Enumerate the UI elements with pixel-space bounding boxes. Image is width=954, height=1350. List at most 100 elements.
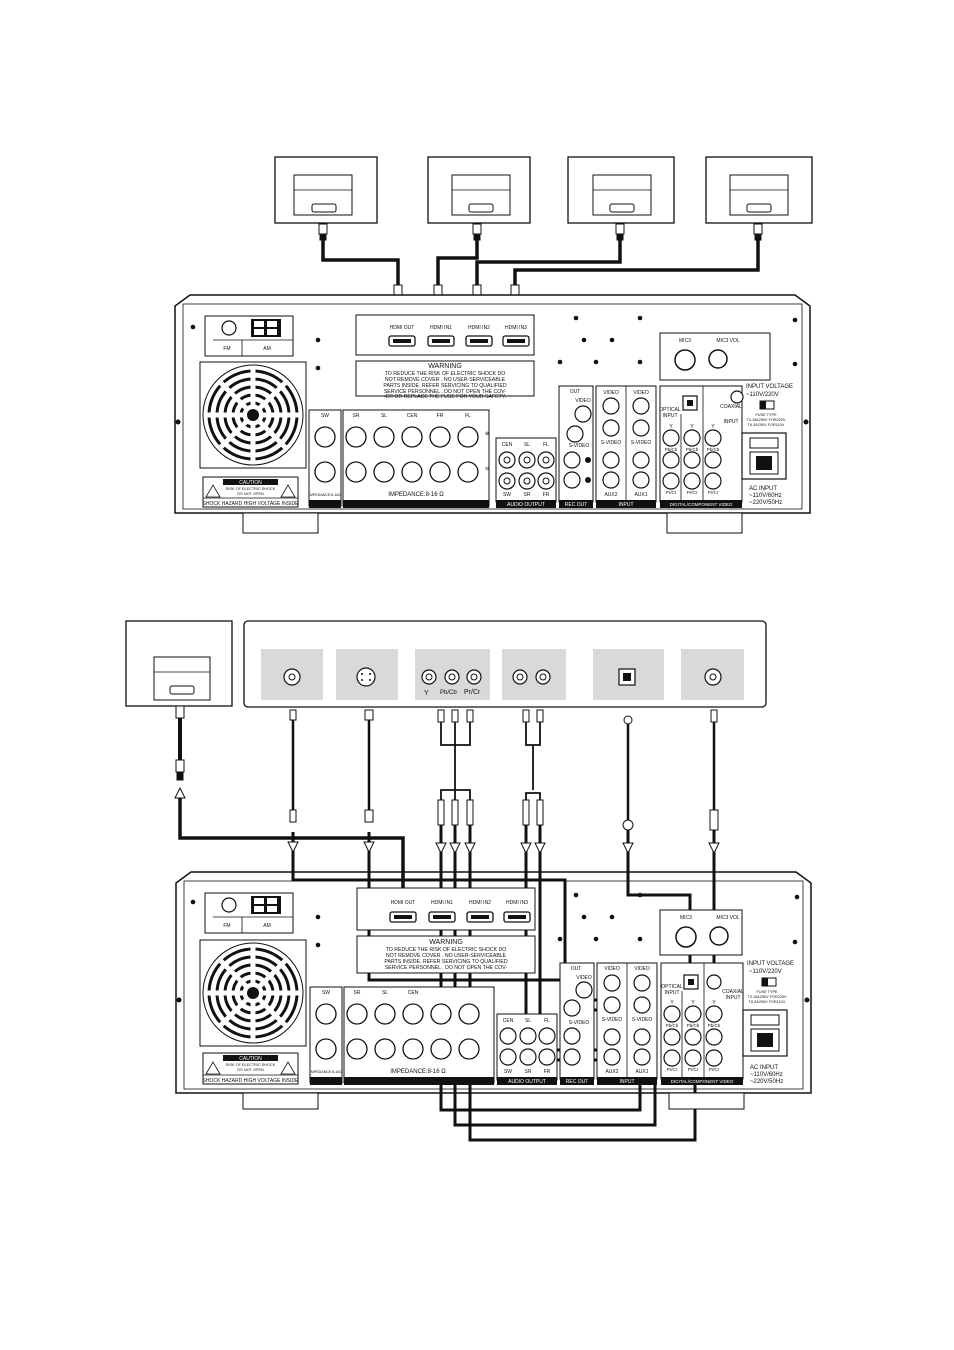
- warning-line-2-bottom: NOT REMOVE COVER . NO USER-SERVICEABLE: [386, 953, 507, 959]
- ao-fl-bottom: FL: [544, 1018, 550, 1024]
- component-y-label: Y: [424, 690, 429, 697]
- input-title: INPUT: [619, 502, 634, 508]
- aux1-video: VIDEO: [633, 390, 649, 396]
- cooling-fan: [199, 361, 307, 469]
- digital-component-title: DIGITAL/COMPONENT VIDEO: [670, 502, 733, 507]
- rec-out-panel: REC OUT OUT VIDEO S-VIDEO: [558, 385, 594, 508]
- aux2-svideo: S-VIDEO: [601, 440, 622, 446]
- caution-label: CAUTION RISK OF ELECTRIC SHOCK DO NOT OP…: [202, 476, 299, 508]
- sw-impedance: IMPEDANCE:8-16Ω: [309, 493, 342, 497]
- ao-fr-bottom: FR: [544, 1069, 551, 1075]
- input-voltage-label: INPUT VOLTAGE: [746, 384, 793, 390]
- rec-out-title: REC OUT: [565, 502, 588, 508]
- aux2-video: VIDEO: [603, 390, 619, 396]
- sw-label: SW: [321, 413, 329, 419]
- hdmi-out-label: HDMI OUT: [390, 325, 415, 331]
- aux1-label: AUX1: [634, 492, 647, 498]
- hdmi-out-label-bottom: HDMI OUT: [391, 900, 416, 906]
- speaker-impedance: IMPEDANCE:8-16 Ω: [388, 492, 444, 498]
- minus-symbol: ⊖: [485, 466, 489, 472]
- warning-line-3: PARTS INSIDE. REFER SERVICING TO QUALIFI…: [383, 383, 506, 389]
- tv-hdmi-device: [125, 620, 233, 707]
- aux2-label-bottom: AUX2: [605, 1069, 618, 1075]
- warning-line-1-bottom: TO REDUCE THE RISK OF ELECTRIC SHOCK DO: [386, 947, 507, 953]
- ao-sl: SL: [524, 442, 530, 448]
- pr-label-1-bottom: Pr/Cr: [667, 1067, 678, 1072]
- hdmi-in1-label: HDMI IN1: [430, 325, 452, 331]
- cable-plugs: [174, 705, 720, 855]
- fuse-type-label-bottom: FUSE TYPE: [756, 990, 777, 994]
- digital-component-panel-bottom: DIGITAL/COMPONENT VIDEO OPTICAL INPUT CO…: [660, 962, 744, 1085]
- warning-line-1: TO REDUCE THE RISK OF ELECTRIC SHOCK DO: [385, 371, 506, 377]
- am-label: AM: [263, 346, 271, 352]
- ao-sw: SW: [503, 492, 511, 498]
- pr-label-1: Pr/Cr: [666, 490, 677, 495]
- warning-box-bottom: WARNING TO REDUCE THE RISK OF ELECTRIC S…: [356, 935, 536, 974]
- pr-label-2-bottom: Pr/Cr: [688, 1067, 699, 1072]
- rec-out-title-bottom: REC OUT: [566, 1079, 589, 1085]
- speaker-terminals: SW SR SL CEN FR FL ⊕ ⊖ IMPEDANCE:8-16Ω I…: [308, 409, 490, 508]
- ac-input-110: ~110V/60Hz: [749, 493, 782, 499]
- aux1-label-bottom: AUX1: [635, 1069, 648, 1075]
- receiver-rear-panel-bottom: [175, 871, 812, 1110]
- fm-label: FM: [223, 346, 230, 352]
- power-section: INPUT VOLTAGE ~110V/220V FUSE TYPE T3.15…: [741, 384, 793, 506]
- voltage-select-label: ~110V/220V: [746, 392, 779, 398]
- warning-line-4-bottom: SERVICE PERSONNEL . DO NOT OPEN THE COV-: [385, 965, 508, 971]
- warning-line-3-bottom: PARTS INSIDE. REFER SERVICING TO QUALIFI…: [384, 959, 507, 965]
- source-device-panel: Y Pb/Cb Pr/Cr: [243, 620, 767, 708]
- mic-panel: MIC3 MIC3 VOL: [659, 332, 771, 381]
- caution-title: CAUTION: [239, 480, 262, 486]
- pr-label-3: Pr/Cr: [708, 490, 719, 495]
- warning-box: WARNING TO REDUCE THE RISK OF ELECTRIC S…: [355, 360, 535, 400]
- pb-label-1-bottom: Pb/Cb: [666, 1023, 679, 1028]
- antenna-terminals: FM AM: [204, 315, 294, 357]
- optical-input-label: INPUT: [663, 413, 678, 419]
- ao-sr-bottom: SR: [525, 1069, 532, 1075]
- aux2-video-bottom: VIDEO: [604, 966, 620, 972]
- coaxial-label-bottom: COAXIAL: [722, 989, 744, 995]
- rec-out-video: VIDEO: [575, 398, 591, 404]
- caution-line-1-bottom: RISK OF ELECTRIC SHOCK: [226, 1063, 276, 1067]
- hdmi-cables-top: [321, 240, 760, 285]
- warning-line-4: SERVICE PERSONNEL . DO NOT OPEN THE COV-: [384, 389, 507, 395]
- hdmi-device-4: [705, 156, 813, 224]
- antenna-terminals-bottom: FM AM: [204, 892, 294, 934]
- optical-input-label-bottom: INPUT: [665, 990, 680, 996]
- cooling-fan-bottom: [199, 939, 307, 1047]
- speaker-terminals-bottom: SW SR SL CEN IMPEDANCE:8-16Ω IMPEDANCE:8…: [309, 986, 495, 1085]
- audio-output-title: AUDIO OUTPUT: [507, 502, 545, 508]
- rec-out-out-bottom: OUT: [571, 966, 582, 972]
- aux2-label: AUX2: [604, 492, 617, 498]
- mic3-label-bottom: MIC3: [680, 915, 692, 921]
- fuse-line-2: T3.15A250V FOR220V: [746, 418, 786, 422]
- rec-out-svideo-bottom: S-VIDEO: [569, 1020, 590, 1026]
- am-label-bottom: AM: [263, 923, 271, 929]
- sw-label-bottom: SW: [322, 990, 330, 996]
- fuse-line-2-bottom: T3.15A250V FOR220V: [747, 995, 787, 999]
- hdmi-in3-label-bottom: HDMI IN3: [506, 900, 528, 906]
- audio-output-panel: AUDIO OUTPUT CEN SL FL SW SR FR: [495, 437, 557, 508]
- y-label-3-bottom: Y: [712, 1000, 716, 1006]
- ao-sr: SR: [524, 492, 531, 498]
- y-label-1-bottom: Y: [670, 1000, 674, 1006]
- caution-line-1: RISK OF ELECTRIC SHOCK: [226, 487, 276, 491]
- aux1-video-bottom: VIDEO: [634, 966, 650, 972]
- warning-title: WARNING: [428, 363, 462, 370]
- input-aux-panel: INPUT VIDEO VIDEO S-VIDEO S-VIDEO AUX2 A…: [595, 385, 657, 508]
- input-voltage-label-bottom: INPUT VOLTAGE: [747, 961, 794, 967]
- rec-out-video-bottom: VIDEO: [576, 975, 592, 981]
- caution-line-2: DO NOT OPEN: [237, 492, 264, 496]
- ao-cen-bottom: CEN: [503, 1018, 514, 1024]
- pb-label-3-bottom: Pb/Cb: [708, 1023, 721, 1028]
- ac-input-label: AC INPUT: [749, 486, 777, 492]
- cen-label: CEN: [407, 413, 418, 419]
- sl-label-bottom: SL: [382, 990, 388, 996]
- rec-out-svideo: S-VIDEO: [569, 443, 590, 449]
- caution-line-2-bottom: DO NOT OPEN: [237, 1068, 264, 1072]
- hdmi-device-2: [427, 156, 531, 224]
- mic3-label: MIC3: [679, 338, 691, 344]
- warning-title-bottom: WARNING: [429, 939, 463, 946]
- optical-label: OPTICAL: [659, 407, 681, 413]
- mic3-vol-label: MIC3 VOL: [716, 338, 740, 344]
